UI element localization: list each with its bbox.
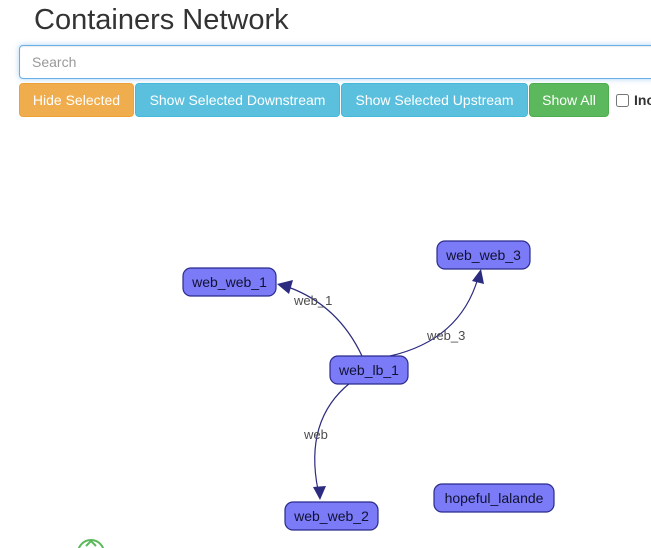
show-all-button[interactable]: Show All bbox=[529, 83, 609, 117]
show-downstream-button[interactable]: Show Selected Downstream bbox=[135, 83, 340, 117]
node-web-web-1[interactable]: web_web_1 bbox=[182, 267, 277, 297]
node-label: hopeful_lalande bbox=[445, 490, 544, 506]
include-checkbox[interactable] bbox=[616, 93, 629, 107]
edge-web-1-arrowhead bbox=[277, 280, 293, 294]
edge-label-web-3: web_3 bbox=[426, 328, 465, 343]
page-title: Containers Network bbox=[34, 4, 289, 36]
node-label: web_lb_1 bbox=[338, 362, 399, 378]
node-label: web_web_1 bbox=[191, 274, 267, 290]
node-web-web-3[interactable]: web_web_3 bbox=[436, 240, 531, 270]
edge-label-web: web bbox=[303, 427, 328, 442]
node-label: web_web_2 bbox=[293, 508, 369, 524]
node-web-lb-1[interactable]: web_lb_1 bbox=[329, 355, 409, 385]
edge-web-arrowhead bbox=[313, 486, 326, 500]
edge-web-3-arrowhead bbox=[472, 269, 484, 284]
edge-web-1[interactable] bbox=[287, 286, 363, 357]
include-checkbox-label: Inc bbox=[634, 92, 651, 108]
include-checkbox-group: Inc bbox=[616, 90, 651, 110]
search-input[interactable] bbox=[19, 45, 651, 79]
node-hopeful-lalande[interactable]: hopeful_lalande bbox=[433, 483, 555, 513]
green-circle-icon[interactable] bbox=[77, 539, 105, 548]
edge-label-web-1: web_1 bbox=[293, 293, 332, 308]
edge-web[interactable] bbox=[314, 382, 351, 491]
show-upstream-button[interactable]: Show Selected Upstream bbox=[341, 83, 528, 117]
node-web-web-2[interactable]: web_web_2 bbox=[284, 501, 379, 531]
node-label: web_web_3 bbox=[445, 247, 521, 263]
edge-web-3[interactable] bbox=[389, 277, 479, 357]
hide-selected-button[interactable]: Hide Selected bbox=[19, 83, 134, 117]
